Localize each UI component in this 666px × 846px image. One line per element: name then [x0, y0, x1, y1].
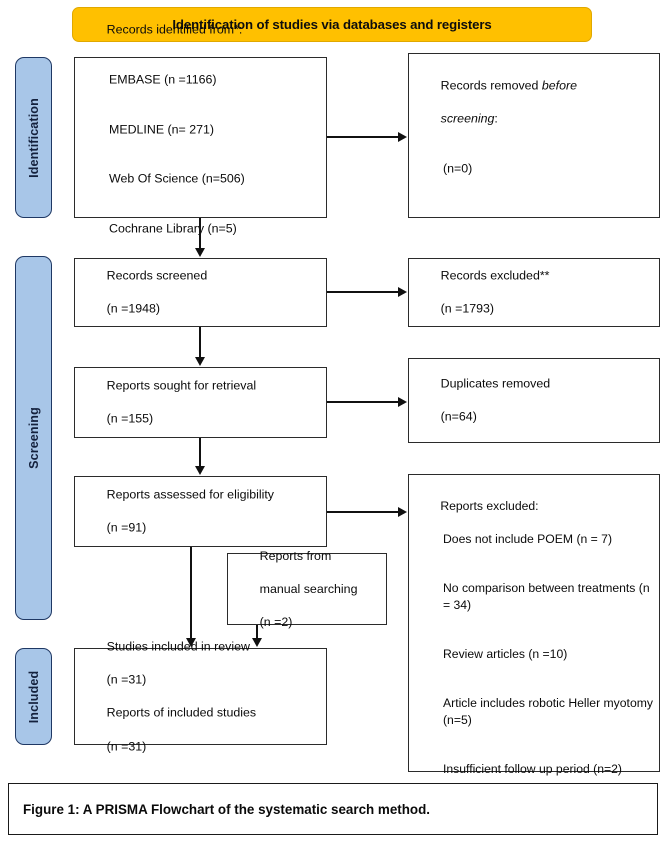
stage-label-screening: Screening: [26, 407, 41, 469]
records-removed-count: (n=0): [443, 161, 473, 176]
manual-search-label-line2: manual searching: [259, 581, 358, 596]
source-medline: MEDLINE (n= 271): [109, 121, 215, 136]
manual-search-label-line1: Reports from: [259, 548, 332, 563]
box-studies-included-text: Studies included in review (n =31) Repor…: [86, 622, 320, 771]
records-excluded-label: Records excluded**: [440, 268, 550, 283]
stage-bar-screening: Screening: [15, 256, 52, 620]
box-records-identified: Records identified from*: EMBASE (n =116…: [74, 22, 327, 235]
exclusion-reason-no-poem: Does not include POEM (n = 7): [443, 532, 613, 547]
duplicates-removed-label: Duplicates removed: [440, 376, 551, 391]
connector-screened-to-excluded: [327, 291, 399, 293]
records-excluded-count: (n =1793): [440, 301, 495, 316]
manual-search-count: (n =2): [259, 614, 293, 629]
box-reports-excluded: Reports excluded: Does not include POEM …: [408, 474, 660, 825]
box-records-removed-text: Records removed before screening: (n=0): [420, 61, 653, 210]
exclusion-reason-insufficient-followup: Insufficient follow up period (n=2): [443, 761, 622, 776]
arrowhead-sought-to-assessed: [195, 466, 205, 475]
box-records-identified-text: Records identified from*: EMBASE (n =116…: [86, 5, 320, 271]
figure-caption: Figure 1: A PRISMA Flowchart of the syst…: [8, 783, 658, 835]
connector-assessed-to-included: [190, 547, 192, 639]
reports-assessed-label: Reports assessed for eligibility: [106, 487, 275, 502]
box-reports-from-manual-searching: Reports from manual searching (n =2): [227, 549, 387, 629]
arrowhead-screened-to-excluded: [398, 287, 407, 297]
box-duplicates-removed-text: Duplicates removed (n=64): [420, 359, 653, 442]
exclusion-reason-robotic-heller: Article includes robotic Heller myotomy …: [443, 696, 657, 727]
source-embase: EMBASE (n =1166): [109, 72, 217, 87]
studies-included-count: (n =31): [106, 672, 147, 687]
box-manual-search-text: Reports from manual searching (n =2): [239, 531, 380, 647]
box-records-excluded-text: Records excluded** (n =1793): [420, 251, 653, 334]
connector-assessed-to-reports-excluded: [327, 511, 399, 513]
box-records-screened-text: Records screened (n =1948): [86, 251, 320, 334]
arrowhead-assessed-to-reports-excluded: [398, 507, 407, 517]
box-reports-assessed-for-eligibility: Reports assessed for eligibility (n =91): [74, 476, 327, 547]
records-identified-heading: Records identified from*:: [106, 22, 243, 37]
reports-of-included-studies-label: Reports of included studies: [106, 705, 257, 720]
box-records-excluded: Records excluded** (n =1793): [408, 258, 660, 327]
box-reports-assessed-text: Reports assessed for eligibility (n =91): [86, 470, 320, 553]
arrowhead-identified-to-removed: [398, 132, 407, 142]
arrowhead-manual-search-to-included: [252, 638, 262, 647]
connector-sought-to-duplicates: [327, 401, 399, 403]
records-removed-emphasis-screening: screening: [440, 111, 495, 126]
connector-manual-search-to-included: [256, 625, 258, 639]
box-reports-excluded-text: Reports excluded: Does not include POEM …: [420, 482, 653, 846]
flowchart-banner-title: Identification of studies via databases …: [72, 7, 592, 42]
exclusion-reason-no-comparison: No comparison between treatments (n = 34…: [443, 581, 654, 612]
connector-identified-to-removed: [327, 136, 399, 138]
stage-bar-included: Included: [15, 648, 52, 745]
records-removed-label: Records removed: [440, 78, 542, 93]
stage-label-identification: Identification: [26, 97, 41, 178]
box-reports-sought-text: Reports sought for retrieval (n =155): [86, 361, 320, 444]
records-removed-colon: :: [494, 111, 498, 126]
box-duplicates-removed: Duplicates removed (n=64): [408, 358, 660, 443]
source-web-of-science: Web Of Science (n=506): [109, 171, 245, 186]
box-records-screened: Records screened (n =1948): [74, 258, 327, 327]
records-removed-emphasis-before: before: [541, 78, 578, 93]
arrowhead-identified-to-screened: [195, 248, 205, 257]
box-studies-included-in-review: Studies included in review (n =31) Repor…: [74, 639, 327, 753]
box-records-removed: Records removed before screening: (n=0): [408, 53, 660, 218]
connector-identified-to-screened: [199, 218, 201, 249]
studies-included-label: Studies included in review: [106, 639, 250, 654]
exclusion-reason-review-articles: Review articles (n =10): [443, 647, 568, 662]
records-screened-label: Records screened: [106, 268, 208, 283]
arrowhead-sought-to-duplicates: [398, 397, 407, 407]
stage-label-included: Included: [26, 670, 41, 723]
arrowhead-assessed-to-included: [186, 638, 196, 647]
duplicates-removed-count: (n=64): [440, 409, 477, 424]
arrowhead-screened-to-sought: [195, 357, 205, 366]
reports-of-included-studies-count: (n =31): [106, 738, 147, 753]
reports-assessed-count: (n =91): [106, 520, 147, 535]
reports-sought-label: Reports sought for retrieval: [106, 378, 257, 393]
stage-bar-identification: Identification: [15, 57, 52, 218]
reports-sought-count: (n =155): [106, 411, 154, 426]
reports-excluded-heading: Reports excluded:: [440, 499, 539, 514]
records-screened-count: (n =1948): [106, 301, 161, 316]
box-reports-sought-for-retrieval: Reports sought for retrieval (n =155): [74, 367, 327, 438]
connector-sought-to-assessed: [199, 438, 201, 467]
connector-screened-to-sought: [199, 327, 201, 358]
source-cochrane-library: Cochrane Library (n=5): [109, 221, 237, 236]
figure-caption-text: Figure 1: A PRISMA Flowchart of the syst…: [23, 801, 431, 817]
